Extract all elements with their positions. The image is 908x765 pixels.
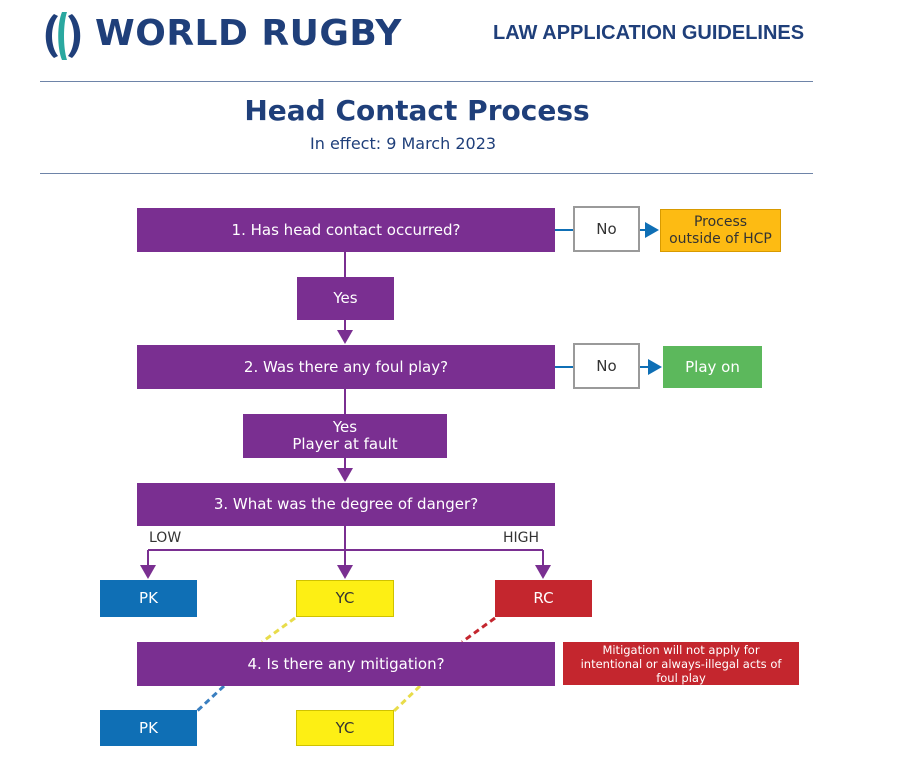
q1-no-box: No [573, 206, 640, 252]
process-outside-hcp-box: Process outside of HCP [660, 209, 781, 252]
q1-yes-box: Yes [297, 277, 394, 320]
sanction-yc-box: YC [296, 580, 394, 617]
player-at-fault-label: Player at fault [292, 435, 398, 453]
world-rugby-logo-icon [45, 12, 81, 60]
effective-date: In effect: 9 March 2023 [310, 134, 497, 153]
page-title: Head Contact Process [244, 94, 590, 127]
player-at-fault-box: Yes Player at fault [243, 414, 447, 458]
sanction-rc-box: RC [495, 580, 592, 617]
question-1-box: 1. Has head contact occurred? [137, 208, 555, 252]
q2-no-box: No [573, 343, 640, 389]
mitigation-yc-dash [391, 684, 422, 714]
mitigation-pk-dash [194, 684, 226, 714]
header-divider [40, 81, 813, 82]
low-danger-label: LOW [149, 530, 182, 546]
player-at-fault-yes: Yes [332, 418, 358, 436]
mitigated-yc-box: YC [296, 710, 394, 746]
brand-wordmark: WORLD RUGBY [95, 13, 402, 54]
sanction-pk-box: PK [100, 580, 197, 617]
mitigation-note-box: Mitigation will not apply for intentiona… [563, 642, 799, 685]
question-2-box: 2. Was there any foul play? [137, 345, 555, 389]
high-danger-label: HIGH [503, 530, 540, 546]
rc-mitigation-dash [461, 616, 496, 644]
document-label: LAW APPLICATION GUIDELINES [493, 22, 805, 44]
question-3-box: 3. What was the degree of danger? [137, 483, 555, 526]
question-4-box: 4. Is there any mitigation? [137, 642, 555, 686]
mitigated-pk-box: PK [100, 710, 197, 746]
play-on-box: Play on [663, 346, 762, 388]
title-divider [40, 173, 813, 174]
yc-mitigation-dash [261, 616, 296, 644]
